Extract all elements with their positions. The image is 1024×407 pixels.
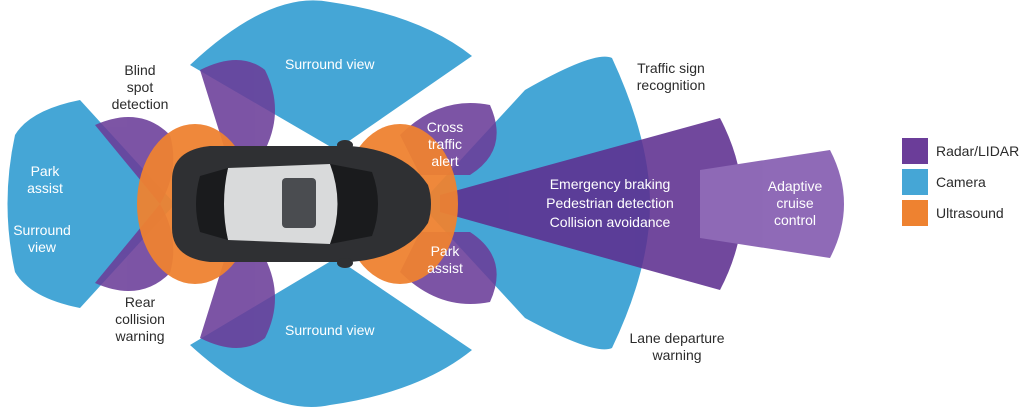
legend-item-radar: Radar/LIDAR [902,137,1019,164]
camera-zone-top [190,0,472,151]
car-roof [223,164,340,244]
label-surround-view-bottom: Surround view [285,322,375,338]
label-park-assist-right: Park assist [427,243,463,276]
camera-zone-bottom [190,258,472,407]
radar-zone-blind-top [200,60,275,150]
radar-zone-rear-collision [200,258,275,348]
label-adaptive-cruise-control: Adaptive cruise control [767,178,823,228]
label-lane-departure-warning: Lane departure warning [629,330,725,363]
radar-zone-front-long [440,118,743,290]
radar-zones [95,60,844,348]
label-rear-collision-warning: Rear collision warning [115,294,165,344]
legend: Radar/LIDAR Camera Ultrasound [902,137,1019,230]
label-front-functions: Emergency braking Pedestrian detection C… [546,176,674,230]
car-mirror-bottom [337,258,353,268]
car-top-view [172,140,431,268]
label-cross-traffic-alert: Cross traffic alert [426,119,464,169]
car-sunroof [282,178,316,228]
radar-zone-adaptive-cruise [700,150,844,258]
legend-item-ultrasound: Ultrasound [902,199,1019,226]
label-blind-spot-detection: Blind spot detection [111,62,169,112]
car-rear-window [196,168,228,240]
label-park-assist-left: Park assist [27,163,63,196]
label-surround-view-top: Surround view [285,56,375,72]
legend-swatch-radar [902,137,928,164]
car-windshield [330,164,378,244]
label-traffic-sign-recognition: Traffic sign recognition [636,60,706,93]
legend-swatch-ultrasound [902,199,928,226]
legend-item-camera: Camera [902,168,1019,195]
car-mirror-top [337,140,353,150]
legend-swatch-camera [902,168,928,195]
camera-zone-rear [7,100,175,308]
label-surround-view-left: Surround view [13,222,71,255]
